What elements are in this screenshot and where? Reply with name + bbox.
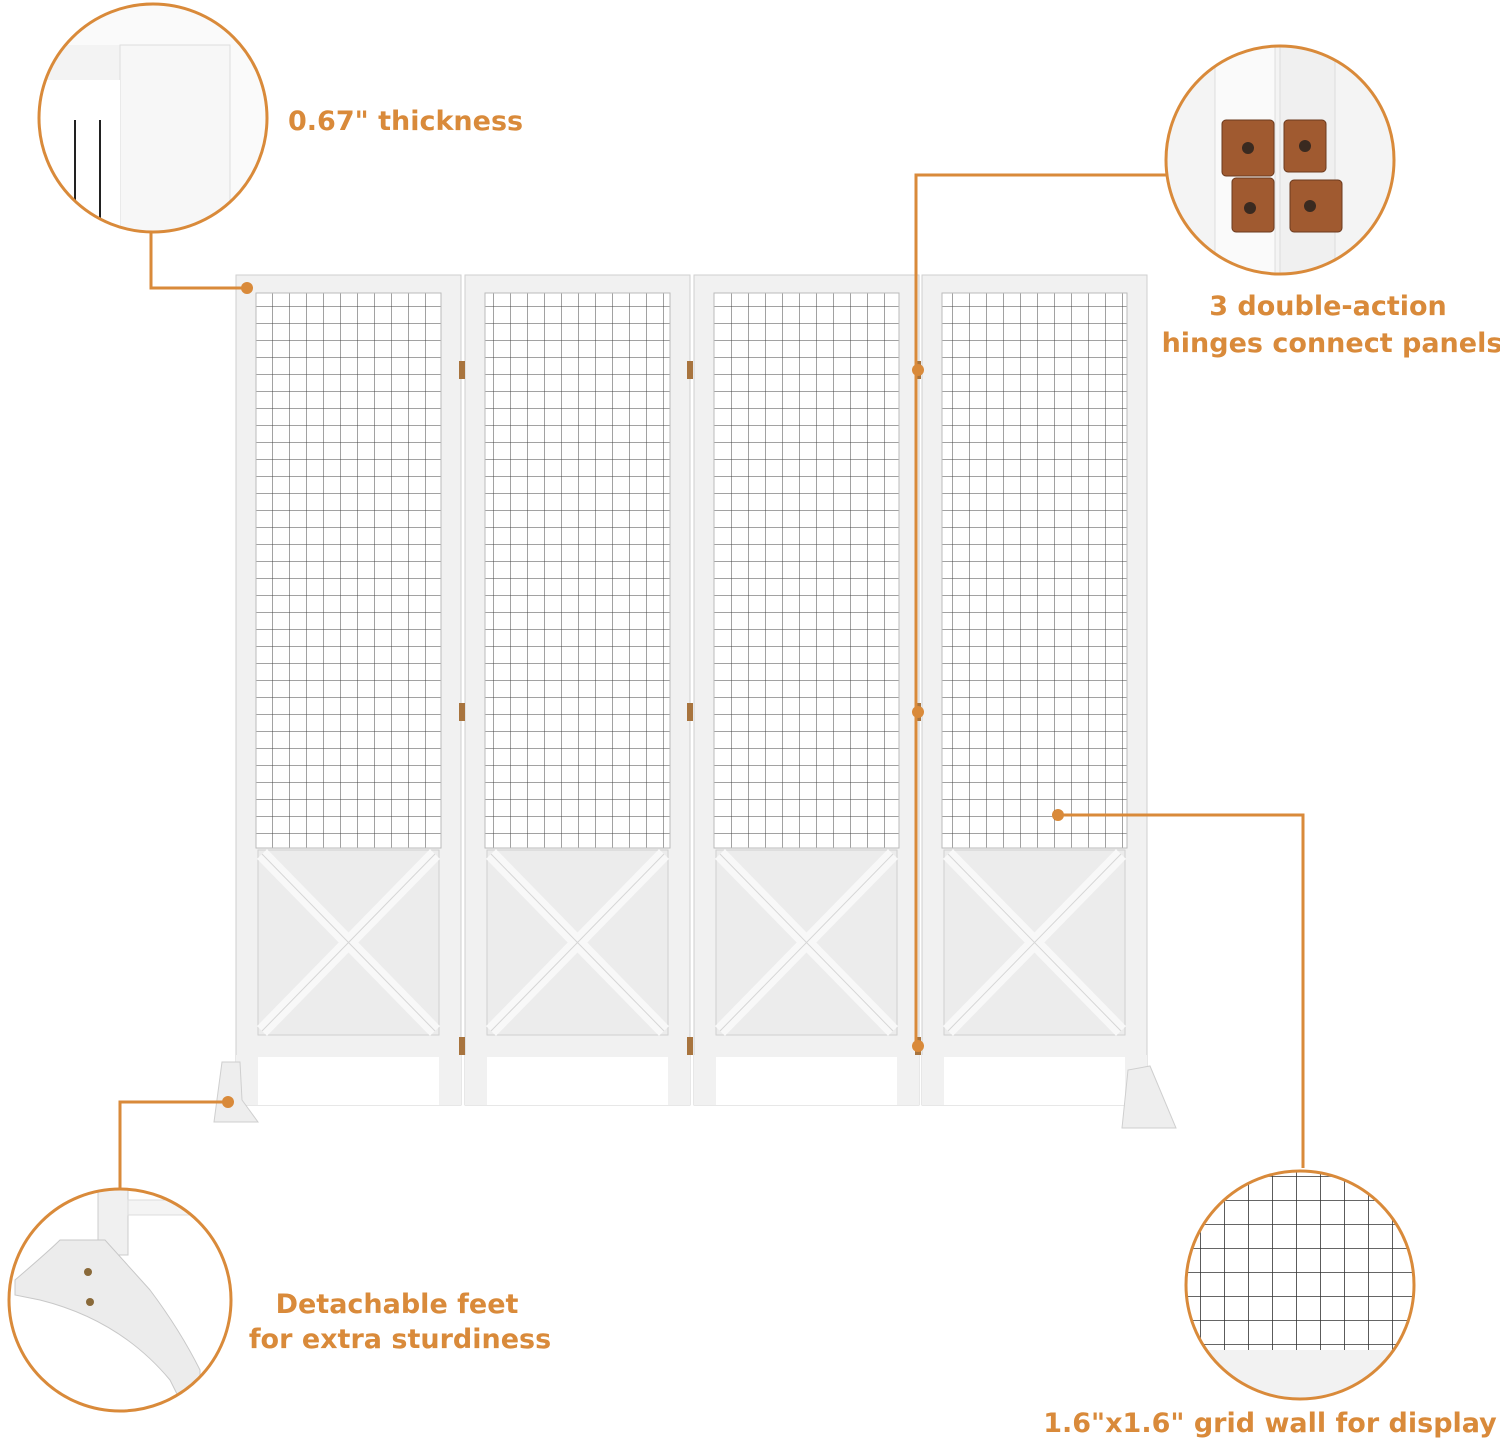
hinge-icon <box>459 703 465 721</box>
leg-gap <box>258 1057 439 1105</box>
panels <box>235 274 1148 1106</box>
hinge-icon <box>459 1037 465 1055</box>
x-brace-edge <box>490 853 665 1032</box>
callout-lines <box>118 173 1305 1188</box>
grid-detail-circle <box>1184 1169 1416 1401</box>
grid-mesh <box>941 292 1128 849</box>
hinges-label-line1: 3 double-action <box>1209 291 1447 322</box>
hinge-icon <box>687 1037 693 1055</box>
grid-label: 1.6"x1.6" grid wall for display <box>1043 1408 1497 1439</box>
right-foot <box>1121 1065 1177 1129</box>
grid-mesh <box>713 292 900 849</box>
divider-panel <box>464 274 691 1106</box>
hinge-icon <box>459 361 465 379</box>
leg-gap <box>716 1057 897 1105</box>
divider-panel <box>235 274 462 1106</box>
feet-detail-circle <box>7 1187 233 1413</box>
x-brace-edge <box>719 853 894 1032</box>
leg-gap <box>487 1057 668 1105</box>
leg-gap <box>944 1057 1125 1105</box>
hinge-detail-circle <box>1164 44 1396 276</box>
thickness-label: 0.67" thickness <box>288 106 523 137</box>
divider-panel <box>921 274 1148 1106</box>
hinges-label-line2: hinges connect panels <box>1162 328 1500 359</box>
x-brace-edge <box>947 853 1122 1032</box>
hinge-icon <box>687 361 693 379</box>
grid-mesh <box>484 292 671 849</box>
grid-mesh <box>255 292 442 849</box>
feet-label-line1: Detachable feet <box>276 1289 519 1320</box>
x-brace-edge <box>261 853 436 1032</box>
feet-label-line2: for extra sturdiness <box>249 1324 551 1355</box>
thickness-detail-circle <box>37 2 269 234</box>
callout-dots <box>222 282 1064 1108</box>
divider-panel <box>693 274 920 1106</box>
hinge-icon <box>687 703 693 721</box>
